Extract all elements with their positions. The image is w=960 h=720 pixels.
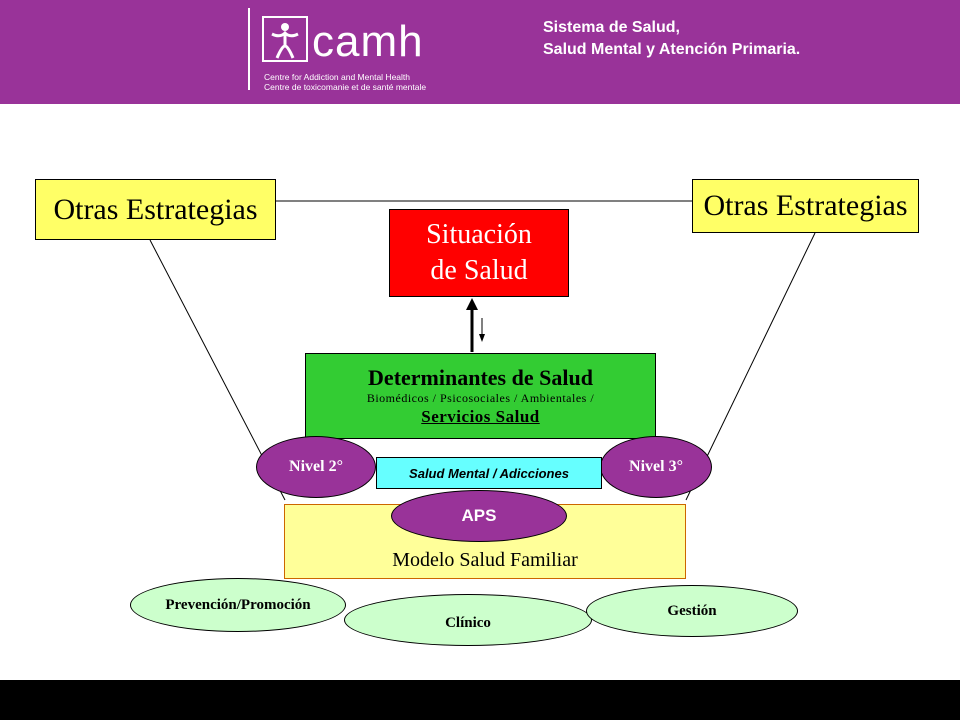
up-arrow-head	[466, 298, 478, 310]
bottom-bar	[0, 680, 960, 720]
header-title-line1: Sistema de Salud,	[543, 19, 680, 36]
clinico-oval: Clínico	[344, 594, 592, 646]
situacion-de-salud-box: Situación de Salud	[389, 209, 569, 297]
header-divider	[248, 8, 250, 90]
nivel-2-oval: Nivel 2°	[256, 436, 376, 498]
gestion-oval: Gestión	[586, 585, 798, 637]
logo-wordmark: camh	[312, 17, 424, 66]
header-title: Sistema de Salud, Salud Mental y Atenció…	[543, 17, 800, 61]
down-arrow-head	[479, 334, 485, 342]
camh-logo-icon	[262, 16, 308, 62]
prevencion-promocion-oval: Prevención/Promoción	[130, 578, 346, 632]
header-title-line2: Salud Mental y Atención Primaria.	[543, 41, 801, 58]
salud-mental-adicciones-box: Salud Mental / Adicciones	[376, 457, 602, 489]
nivel-3-oval: Nivel 3°	[600, 436, 712, 498]
determinantes-subtitle: Biomédicos / Psicosociales / Ambientales…	[366, 390, 595, 405]
otras-estrategias-left: Otras Estrategias	[35, 179, 276, 240]
determinantes-servicios: Servicios Salud	[421, 406, 540, 426]
logo-subtitle-en: Centre for Addiction and Mental Health	[264, 72, 411, 82]
header-banner: camh Centre for Addiction and Mental Hea…	[0, 0, 960, 104]
situacion-line1: Situación	[426, 219, 532, 250]
determinantes-title: Determinantes de Salud	[368, 364, 593, 390]
determinantes-de-salud-box: Determinantes de Salud Biomédicos / Psic…	[305, 353, 656, 439]
otras-estrategias-right: Otras Estrategias	[692, 179, 919, 233]
logo-subtitle-fr: Centre de toxicomanie et de santé mental…	[264, 82, 427, 92]
situacion-line2: de Salud	[430, 255, 528, 286]
aps-oval: APS	[391, 490, 567, 542]
